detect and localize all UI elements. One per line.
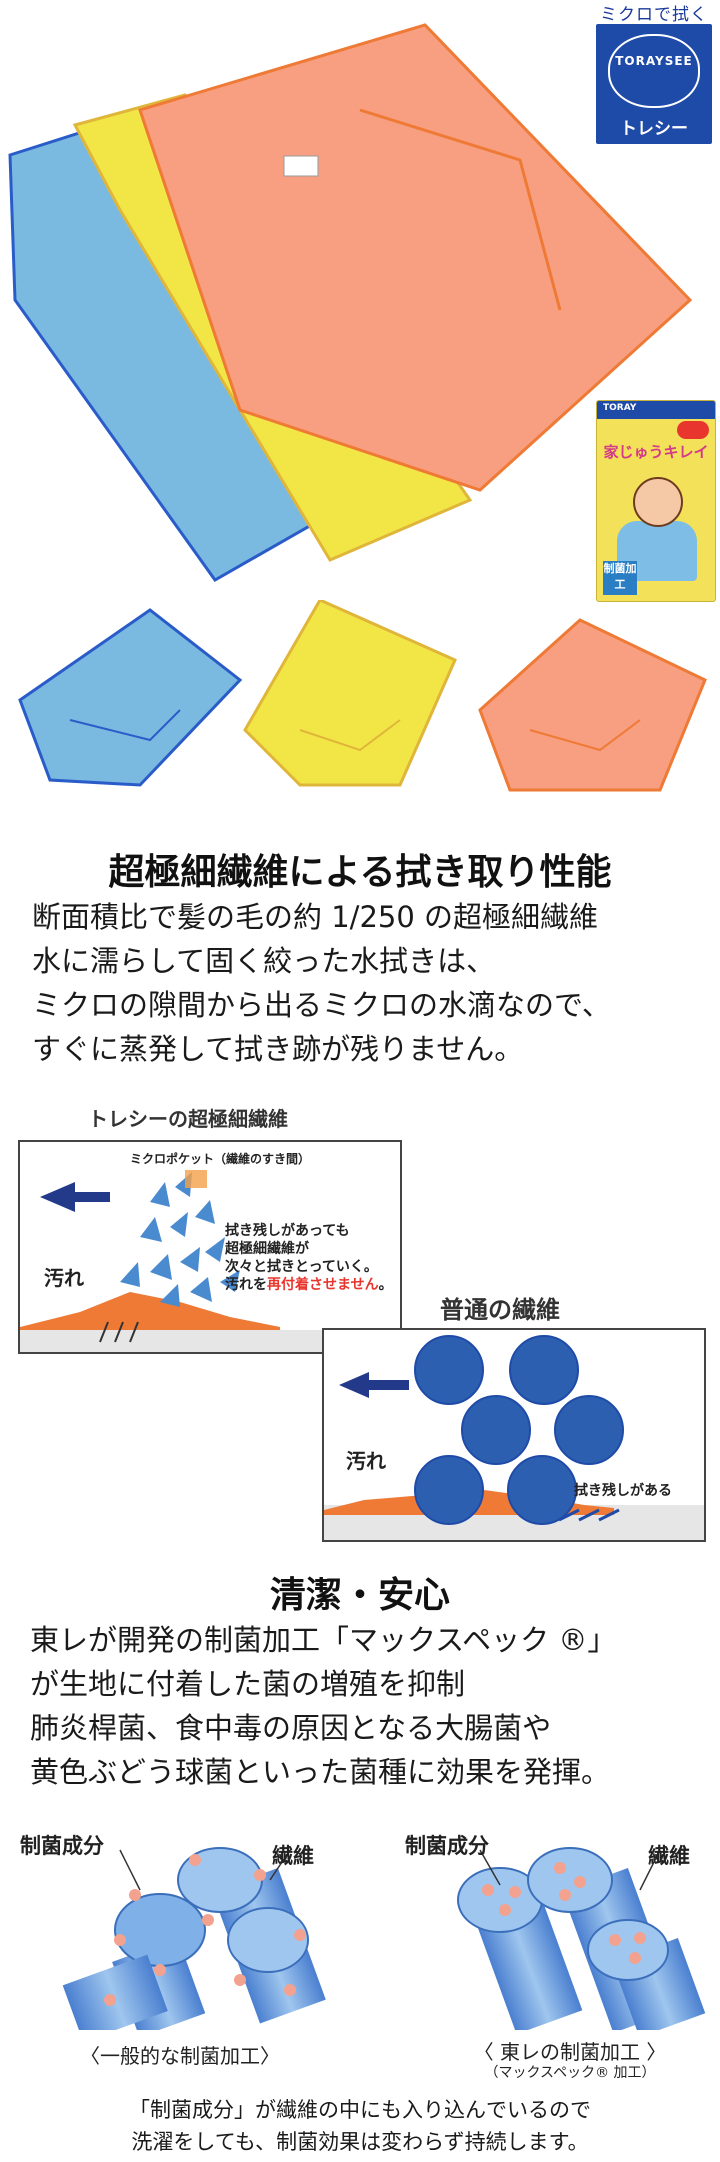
general-caption: 〈一般的な制菌加工〉 xyxy=(80,2044,280,2068)
cloth-tag xyxy=(283,155,319,177)
fiber-circles xyxy=(414,1335,624,1525)
toraysee-logo: TORAYSEE トレシー xyxy=(596,24,712,144)
package-badge xyxy=(677,421,709,439)
section2-line-3: 肺炎桿菌、食中毒の原因となる大腸菌や xyxy=(30,1711,552,1745)
section1-line-1: 断面積比で髪の毛の約 1/250 の超極細繊維 xyxy=(32,900,599,934)
toray-subcaption: （マックスペック® 加工） xyxy=(484,2065,656,2081)
individual-cloths-image xyxy=(18,600,707,792)
package-illustration-face xyxy=(633,477,683,527)
section2-heading: 清潔・安心 xyxy=(269,1575,450,1616)
torasee-dirt-label: 汚れ xyxy=(44,1266,84,1290)
torasee-diagram-caption: トレシーの超極細繊維 xyxy=(88,1107,288,1131)
torasee-diagram: ミクロポケット（繊維のすき間） 汚れ 拭き残しがあっても 超極細繊維が 次々と拭… xyxy=(18,1140,402,1354)
orange-cloth-single xyxy=(478,618,707,792)
orange-cloth xyxy=(138,23,693,492)
logo-word: TORAYSEE xyxy=(615,54,693,68)
torasee-explanation: 拭き残しがあっても 超極細繊維が 次々と拭きとっていく。 汚れを再付着させません… xyxy=(225,1223,393,1293)
product-package: TORAY 家じゅうキレイ 制菌加工 xyxy=(596,400,716,602)
remains-label: 拭き残しがある xyxy=(574,1483,672,1499)
package-title: 家じゅうキレイ xyxy=(603,443,709,461)
section2-line-2: が生地に付着した菌の増殖を抑制 xyxy=(30,1667,466,1701)
section1-line-2: 水に濡らして固く絞った水拭きは、 xyxy=(32,944,496,978)
section2-line-1: 東レが開発の制菌加工「マックスペック ®」 xyxy=(30,1623,617,1657)
footer-line-2: 洗濯をしても、制菌効果は変わらず持続します。 xyxy=(131,2130,589,2154)
fiber-comparison-illustration xyxy=(62,1847,706,2030)
logo-kana: トレシー xyxy=(620,119,688,139)
section1-line-3: ミクロの隙間から出るミクロの水滴なので、 xyxy=(32,988,611,1022)
blue-cloth-single xyxy=(18,608,243,787)
package-label: 制菌加工 xyxy=(603,561,637,595)
yellow-cloth-single xyxy=(243,600,457,787)
right-fiber-label: 繊維 xyxy=(648,1844,690,1868)
left-fiber-label: 繊維 xyxy=(272,1844,314,1868)
normal-dirt-label: 汚れ xyxy=(346,1449,386,1473)
redeposit-highlight: 再付着させません xyxy=(267,1277,379,1293)
micro-fiber-particles xyxy=(120,1172,240,1307)
toray-fibers xyxy=(457,1847,706,2030)
stacked-cloths-image xyxy=(8,23,693,582)
toray-caption: 〈 東レの制菌加工 〉 xyxy=(473,2040,667,2064)
package-brand: TORAY xyxy=(603,403,637,413)
right-agent-label: 制菌成分 xyxy=(405,1834,489,1858)
logo-ring xyxy=(608,34,700,108)
normal-diagram-caption: 普通の繊維 xyxy=(440,1296,560,1324)
arrow-left-icon-normal xyxy=(339,1372,409,1398)
arrow-left-icon xyxy=(40,1182,110,1212)
normal-fiber-diagram: 汚れ 拭き残しがある xyxy=(322,1328,706,1542)
section1-line-4: すぐに蒸発して拭き跡が残りません。 xyxy=(32,1032,524,1066)
left-agent-label: 制菌成分 xyxy=(20,1834,104,1858)
section2-line-4: 黄色ぶどう球菌といった菌種に効果を発揮。 xyxy=(30,1755,611,1789)
micro-pocket-label: ミクロポケット（繊維のすき間） xyxy=(130,1152,311,1166)
section1-heading: 超極細繊維による拭き取り性能 xyxy=(108,852,612,893)
general-fibers xyxy=(62,1847,326,2030)
brand-tagline: ミクロで拭く xyxy=(600,5,708,25)
footer-line-1: 「制菌成分」が繊維の中にも入り込んでいるので xyxy=(129,2098,591,2122)
